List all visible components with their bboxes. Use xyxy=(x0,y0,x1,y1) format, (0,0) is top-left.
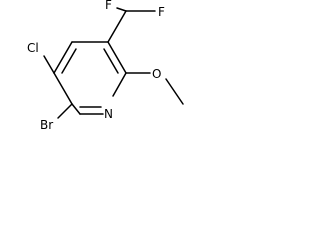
bond-c2-c3 xyxy=(53,72,73,105)
atom-label-f-top: F xyxy=(105,0,112,12)
atom-label-n: N xyxy=(104,107,113,121)
bond-c2-br xyxy=(57,103,73,119)
atom-label-o: O xyxy=(152,67,161,81)
bond-c3-c4-inner xyxy=(61,48,77,74)
bond-c5-chf2 xyxy=(107,10,127,43)
atom-labels: Cl F F N Br O xyxy=(27,0,165,132)
bond-c5-c6-inner xyxy=(103,48,119,74)
bond-c3-cl xyxy=(43,55,55,74)
atom-label-cl: Cl xyxy=(27,41,39,55)
bond-c5-c6 xyxy=(107,41,127,74)
molecule-structure-diagram: Cl F F N Br O xyxy=(27,0,184,132)
bond-c2-base xyxy=(71,103,81,115)
bond-o-ch3 xyxy=(165,78,184,105)
bond-c6-n xyxy=(112,72,127,97)
pyridine-ring xyxy=(53,41,127,115)
atom-label-br: Br xyxy=(40,118,53,132)
substituent-bonds xyxy=(43,7,184,119)
bond-c3-c4 xyxy=(53,41,73,74)
bond-chf2-f-top xyxy=(116,7,127,12)
atom-label-f-right: F xyxy=(158,5,165,19)
